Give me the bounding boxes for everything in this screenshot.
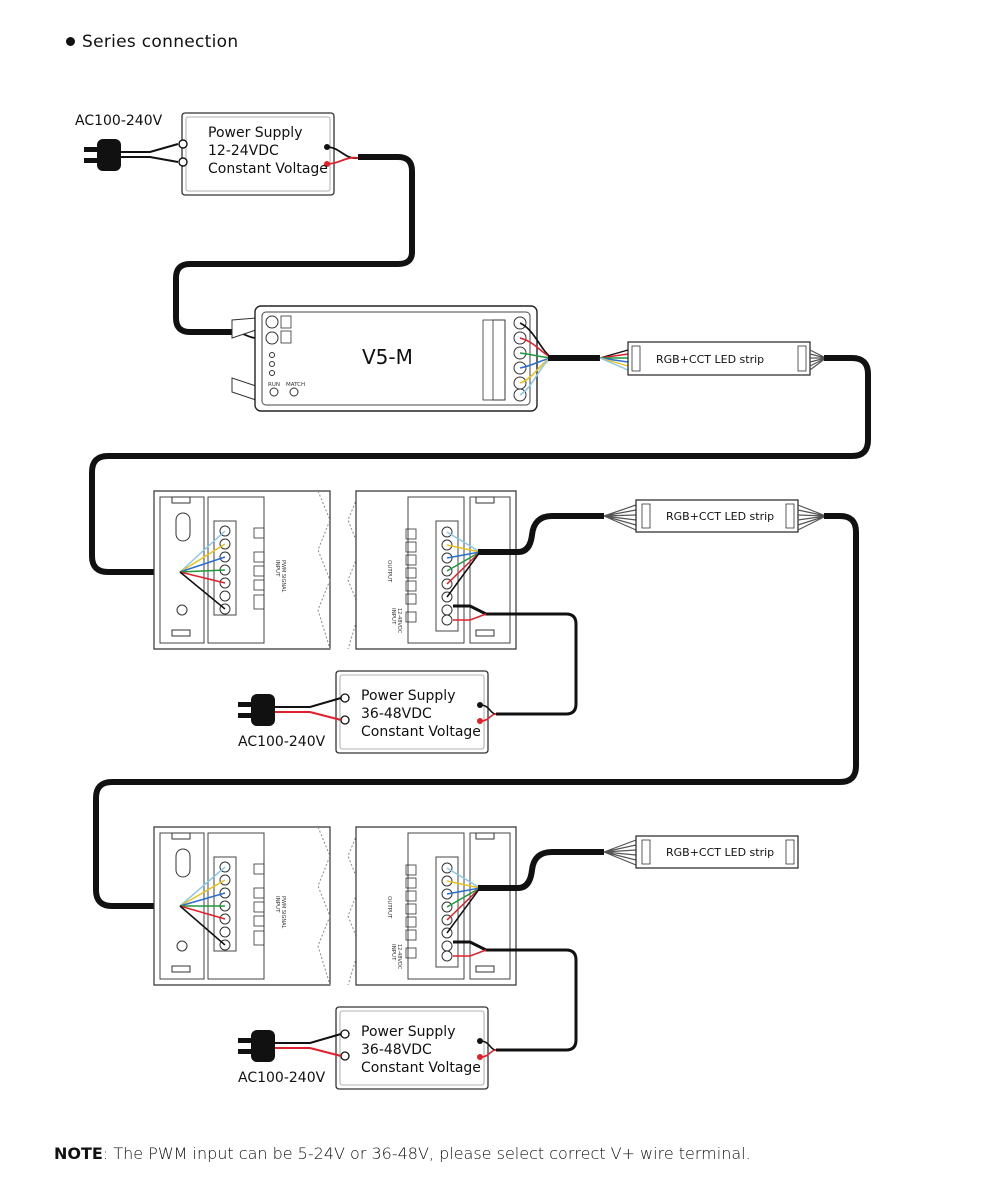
amp1-pwm-signal-label: PWM SIGNAL xyxy=(280,560,286,593)
ac-label-2: AC100-240V xyxy=(238,734,326,750)
plug-icon xyxy=(84,139,188,171)
amp2-input-wires xyxy=(179,866,226,946)
plug-icon xyxy=(238,694,342,726)
power-supply-3-box xyxy=(335,1006,497,1090)
v5m-controller xyxy=(231,305,538,412)
amp1-output-label: OUTPUT xyxy=(386,560,392,583)
strip1-to-amp1-wires xyxy=(89,349,871,575)
amp2-pwm-input-label: INPUT xyxy=(274,896,280,913)
amp2-input-voltage-label: 12-48VDC xyxy=(396,944,402,970)
ac-label-3: AC100-240V xyxy=(238,1070,326,1086)
amp2-input-label: INPUT xyxy=(390,944,396,961)
heading: Series connection xyxy=(66,32,238,52)
led-strip-1-label: RGB+CCT LED strip xyxy=(656,353,764,366)
led-strip-2-label: RGB+CCT LED strip xyxy=(666,510,774,523)
amp1-input-label: INPUT xyxy=(390,608,396,625)
power-supply-2-box xyxy=(335,670,497,754)
led-strip-2 xyxy=(635,499,799,533)
power-supply-1-text: Power Supply 12-24VDC Constant Voltage xyxy=(208,125,328,177)
v5m-output-wires xyxy=(519,322,629,396)
power-supply-2-text: Power Supply 36-48VDC Constant Voltage xyxy=(361,688,481,740)
note: NOTE: The PWM input can be 5-24V or 36-4… xyxy=(54,1144,751,1163)
amp1-input-voltage-label: 12-48VDC xyxy=(396,608,402,634)
amp2-output-label: OUTPUT xyxy=(386,896,392,919)
amp1-input-wires xyxy=(179,530,226,610)
v5m-title: V5-M xyxy=(362,345,413,369)
led-strip-3-label: RGB+CCT LED strip xyxy=(666,846,774,859)
v5m-run-label: RUN xyxy=(268,382,280,388)
amp2-output-wires xyxy=(446,839,637,1052)
power-supply-1-box xyxy=(181,112,335,196)
power-supply-3-text: Power Supply 36-48VDC Constant Voltage xyxy=(361,1024,481,1076)
ac-label-1: AC100-240V xyxy=(75,113,163,129)
amplifier-1 xyxy=(153,490,517,650)
strip2-to-amp2-wires xyxy=(93,504,859,909)
amp1-output-wires xyxy=(446,504,637,716)
amp1-pwm-input-label: INPUT xyxy=(274,560,280,577)
amp2-pwm-signal-label: PWM SIGNAL xyxy=(280,896,286,929)
v5m-match-label: MATCH xyxy=(286,382,305,388)
bullet-icon xyxy=(66,37,75,46)
plug-icon xyxy=(238,1030,342,1062)
led-strip-1 xyxy=(627,341,811,376)
led-strip-3 xyxy=(635,835,799,869)
